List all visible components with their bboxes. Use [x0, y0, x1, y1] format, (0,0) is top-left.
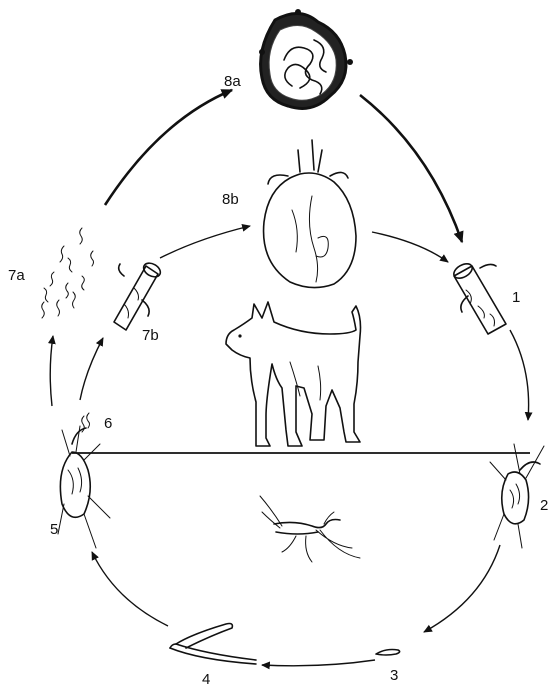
arrow-7a-to-8a	[105, 90, 232, 205]
label-4: 4	[202, 671, 210, 686]
blood-vessel-icon	[114, 260, 163, 330]
label-2: 2	[540, 497, 548, 514]
mosquito-icon	[260, 496, 360, 562]
label-8b: 8b	[222, 191, 239, 208]
arrow-6-to-7b	[80, 338, 103, 400]
mosquito-icon	[490, 444, 544, 548]
cycle-arrows	[50, 90, 528, 666]
larva-icon	[376, 650, 400, 656]
arrow-7b-to-8b	[160, 226, 250, 258]
larva-icon	[170, 624, 256, 665]
microfilariae-icon	[42, 228, 94, 318]
label-3: 3	[390, 667, 398, 684]
label-6: 6	[104, 415, 112, 432]
arrow-8a-to-1	[360, 95, 462, 242]
arrow-8b-to-1	[372, 232, 448, 262]
blood-vessel-icon	[451, 261, 506, 334]
label-1: 1	[512, 289, 520, 306]
dog-icon	[226, 302, 361, 446]
label-7b: 7b	[142, 327, 159, 344]
worm-nodule-icon	[259, 9, 353, 108]
arrow-4-to-5	[92, 552, 168, 626]
label-7a: 7a	[8, 267, 25, 284]
arrow-1-to-2	[510, 330, 529, 420]
label-8a: 8a	[224, 73, 241, 90]
heart-icon	[264, 140, 356, 288]
arrow-3-to-4	[262, 660, 375, 666]
arrow-2-to-3	[424, 545, 500, 632]
arrow-6-to-7a	[50, 336, 53, 406]
label-5: 5	[50, 521, 58, 538]
mosquito-icon	[58, 413, 110, 548]
